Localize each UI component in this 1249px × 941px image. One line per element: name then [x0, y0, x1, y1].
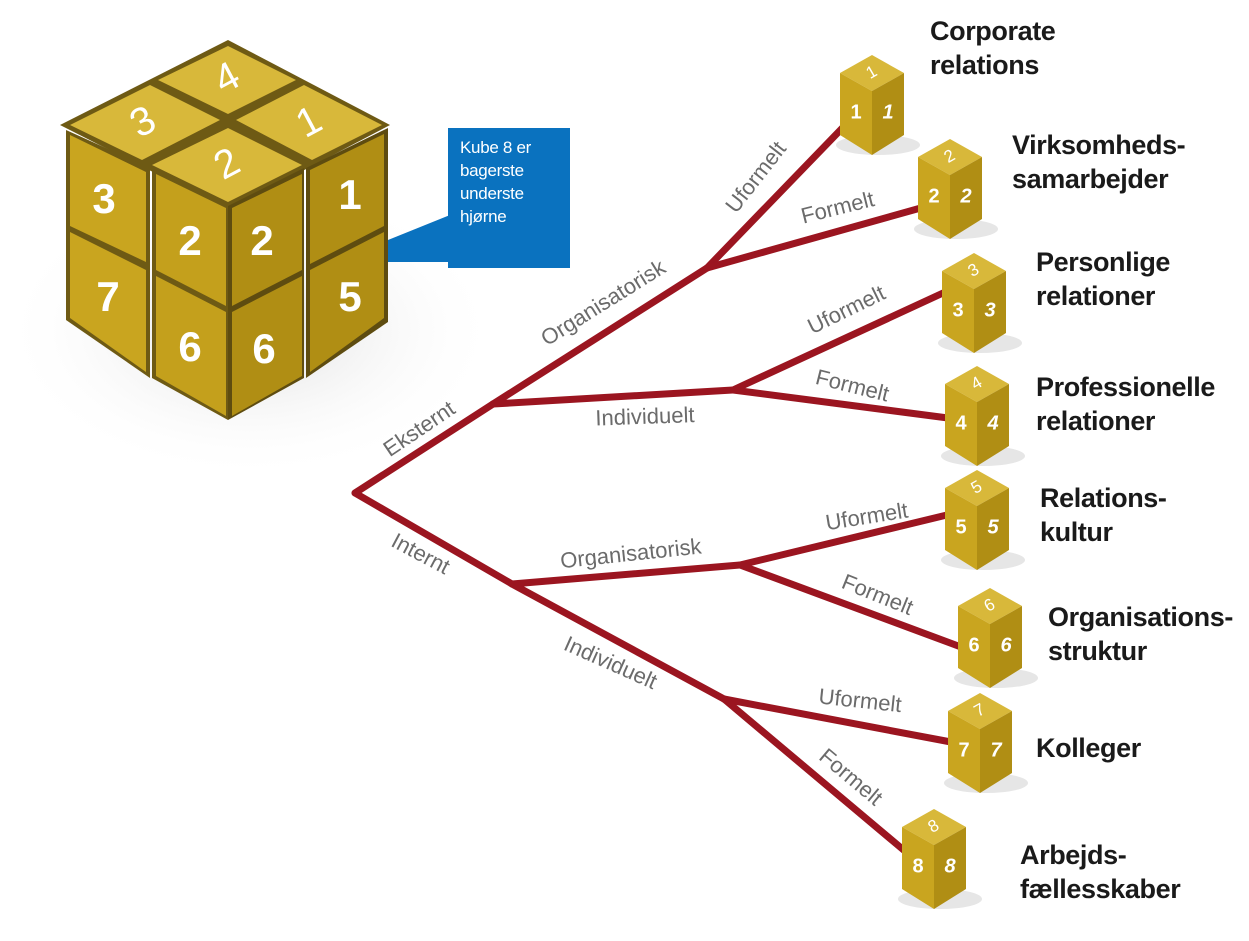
- tree-edge: [508, 580, 728, 703]
- svg-text:2: 2: [928, 185, 939, 207]
- leaf-label-3: Personlige relationer: [1036, 247, 1171, 311]
- tree-edge: [720, 695, 955, 746]
- tree-edge: [729, 289, 947, 394]
- callout-line: underste: [460, 184, 524, 203]
- big-cube-face-3-left: [70, 135, 146, 262]
- tree-edge: [720, 695, 910, 856]
- svg-text:8: 8: [912, 855, 923, 877]
- svg-text:8: 8: [944, 855, 956, 877]
- leaf-label-1: Corporate relations: [930, 16, 1056, 80]
- callout-connector: [388, 215, 450, 262]
- label-uformelt-3: Uformelt: [803, 280, 889, 339]
- label-internt: Internt: [387, 528, 454, 579]
- label-ext-individuelt: Individuelt: [595, 402, 695, 430]
- big-cube-number: 5: [338, 273, 361, 320]
- leaf-label-6: Organisations- struktur: [1048, 602, 1233, 666]
- big-cube-face-6-left: [156, 276, 226, 416]
- big-cube-face-2-left: [156, 174, 226, 306]
- svg-text:6: 6: [1000, 634, 1012, 656]
- leaf-label-4: Professionelle relationer: [1036, 372, 1215, 436]
- svg-text:5: 5: [955, 516, 966, 538]
- big-cube-top-face: 4: [158, 46, 296, 114]
- big-cube-number: 7: [96, 273, 119, 320]
- svg-text:5: 5: [987, 516, 999, 538]
- big-cube-top-face: 2: [152, 128, 302, 202]
- label-formelt-8: Formelt: [814, 743, 887, 810]
- svg-text:4: 4: [955, 412, 967, 434]
- tree-edge: [729, 386, 952, 422]
- svg-text:7: 7: [990, 739, 1002, 761]
- callout-line: Kube 8 er: [460, 138, 532, 157]
- big-cube-number: 3: [92, 175, 115, 222]
- tree-branches: [351, 113, 965, 856]
- tree-edge: [703, 113, 857, 272]
- tree-edge: [489, 264, 711, 408]
- label-uformelt-1: Uformelt: [720, 137, 791, 218]
- tree-edge: [736, 561, 965, 651]
- callout-box: Kube 8 er bagerste underste hjørne: [448, 128, 570, 268]
- tree-edge: [489, 386, 737, 408]
- leaf-label-8: Arbejds- fællesskaber: [1020, 840, 1181, 904]
- label-formelt-6: Formelt: [838, 569, 916, 620]
- big-cube-face-6-right: [232, 276, 302, 416]
- label-uformelt-7: Uformelt: [818, 684, 903, 718]
- svg-text:3: 3: [984, 299, 995, 321]
- tree-edge: [703, 200, 939, 272]
- svg-text:1: 1: [850, 101, 861, 123]
- big-cube-number: 6: [178, 323, 201, 370]
- big-cube-number: 2: [250, 217, 273, 264]
- big-cube-face-7: [70, 232, 146, 372]
- svg-text:2: 2: [959, 185, 971, 207]
- svg-text:6: 6: [968, 634, 979, 656]
- big-cube-top-face: 3: [70, 85, 220, 160]
- callout-line: hjørne: [460, 207, 507, 226]
- tree-edge: [736, 510, 955, 569]
- big-cube-number: 2: [178, 217, 201, 264]
- big-cube-face-1-right: [310, 134, 384, 264]
- big-cube-number: 6: [252, 325, 275, 372]
- leaf-label-2: Virksomheds- samarbejder: [1012, 130, 1186, 194]
- svg-text:4: 4: [986, 412, 998, 434]
- leaf-label-7: Kolleger: [1036, 733, 1141, 763]
- tree-edge: [351, 400, 497, 497]
- svg-text:3: 3: [952, 299, 963, 321]
- tree-edge: [351, 489, 516, 588]
- svg-text:7: 7: [958, 739, 969, 761]
- svg-text:1: 1: [882, 101, 893, 123]
- big-cube-top-face: 1: [236, 85, 382, 160]
- big-cube-number: 1: [338, 171, 361, 218]
- callout-line: bagerste: [460, 161, 524, 180]
- big-cube-face-2-right: [232, 174, 302, 306]
- big-cube-face-5: [310, 232, 384, 372]
- leaf-label-5: Relations- kultur: [1040, 483, 1167, 547]
- tree-edge: [508, 561, 744, 588]
